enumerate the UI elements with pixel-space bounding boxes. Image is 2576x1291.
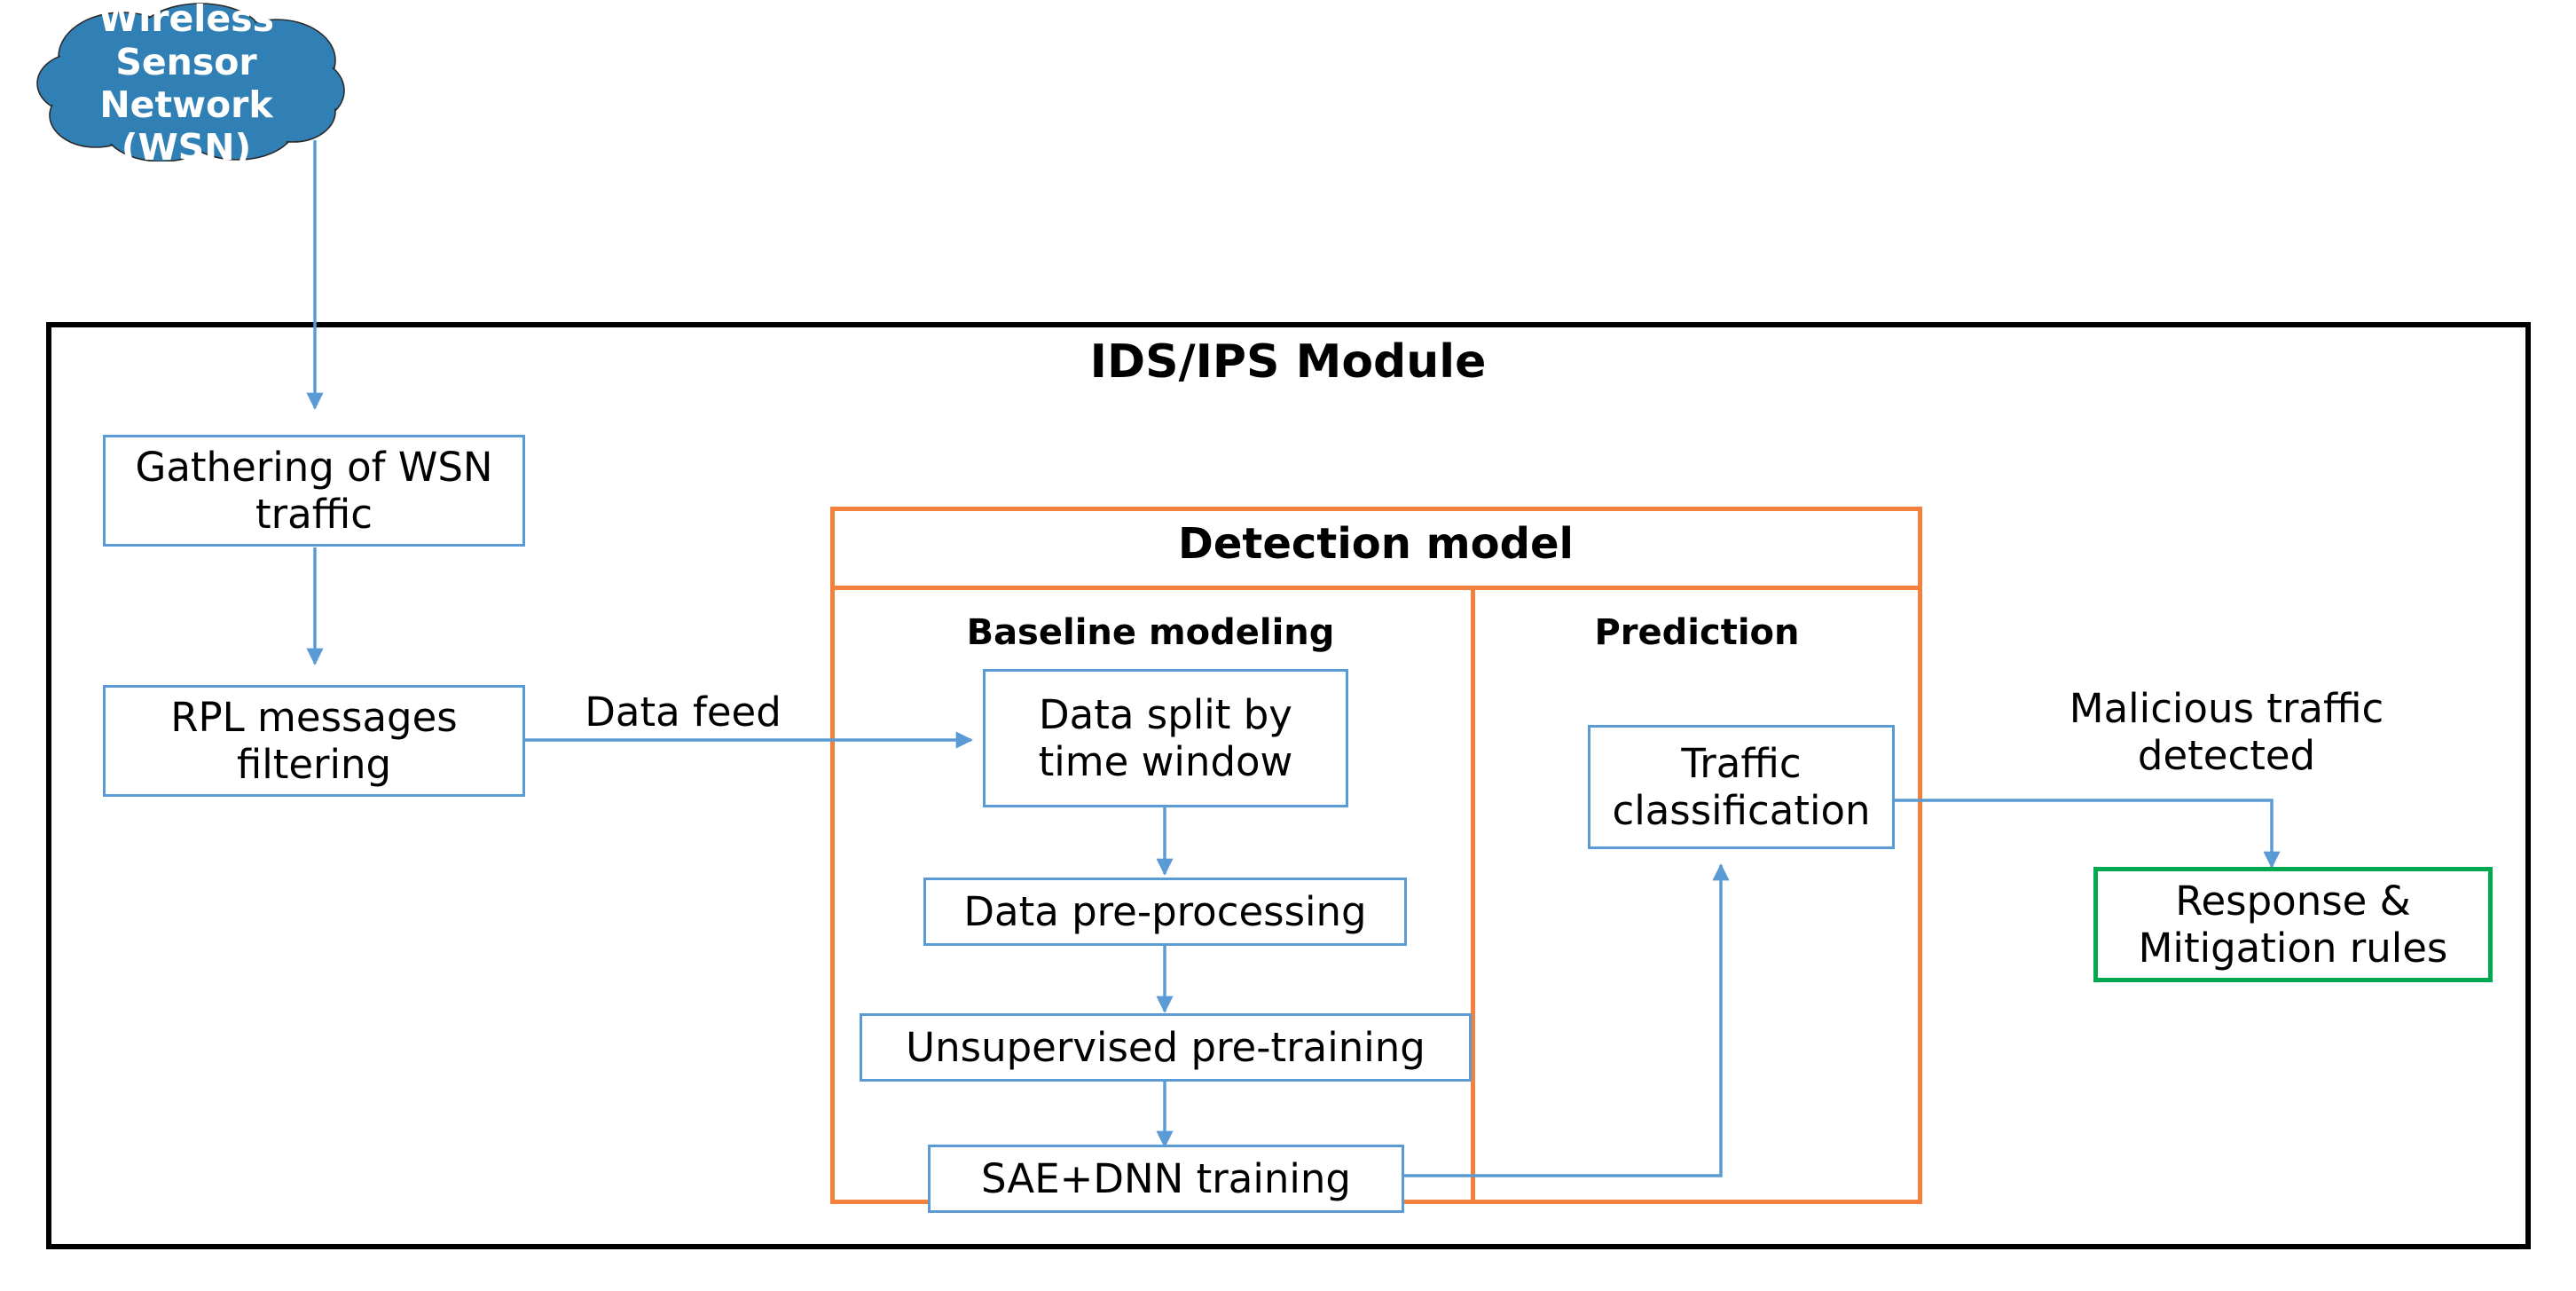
box-response-and-mitigation-rules[interactable]: Response & Mitigation rules — [2093, 867, 2493, 982]
edge-label-data-feed-line-1: Data feed — [585, 689, 781, 736]
box-rpl-line-1: RPL messages — [170, 693, 458, 741]
ids-ips-module-frame — [46, 322, 2531, 1249]
box-rpl-messages-filtering[interactable]: RPL messages filtering — [103, 685, 525, 797]
page-title: IDS/IPS Module — [1089, 335, 1487, 389]
box-classification-line-2: classification — [1612, 787, 1871, 834]
detection-model-header-divider — [830, 586, 1922, 590]
box-saednn-line-1: SAE+DNN training — [981, 1154, 1351, 1202]
baseline-modeling-title: Baseline modeling — [966, 612, 1335, 653]
box-gathering-of-wsn-traffic[interactable]: Gathering of WSN traffic — [103, 435, 525, 547]
box-rpl-line-2: filtering — [236, 741, 392, 788]
edge-label-malicious-line-1: Malicious traffic — [2069, 685, 2384, 732]
edge-label-data-feed: Data feed — [550, 689, 816, 736]
detection-model-column-divider — [1471, 586, 1475, 1204]
detection-model-title: Detection model — [1178, 519, 1574, 569]
box-response-line-2: Mitigation rules — [2138, 925, 2448, 972]
box-response-line-1: Response & — [2175, 877, 2411, 925]
box-preprocessing-line-1: Data pre-processing — [963, 887, 1367, 935]
box-sae-dnn-training[interactable]: SAE+DNN training — [928, 1145, 1404, 1213]
edge-label-malicious-line-2: detected — [2137, 732, 2316, 780]
box-traffic-classification[interactable]: Traffic classification — [1588, 725, 1895, 849]
prediction-title: Prediction — [1594, 612, 1800, 653]
box-gathering-line-2: traffic — [255, 491, 373, 538]
cloud-shape-icon — [36, 3, 345, 162]
box-data-pre-processing[interactable]: Data pre-processing — [923, 878, 1407, 946]
edge-label-malicious-traffic-detected: Malicious traffic detected — [1952, 685, 2501, 779]
wireless-sensor-network-cloud — [27, 2, 346, 162]
box-data-split-line-1: Data split by — [1039, 690, 1292, 738]
box-data-split-line-2: time window — [1038, 738, 1293, 785]
box-classification-line-1: Traffic — [1681, 739, 1802, 787]
box-gathering-line-1: Gathering of WSN — [135, 443, 493, 491]
box-unsupervised-pre-training[interactable]: Unsupervised pre-training — [860, 1013, 1472, 1082]
box-pretraining-line-1: Unsupervised pre-training — [906, 1023, 1425, 1071]
detection-model-frame — [830, 507, 1922, 1204]
box-data-split-by-time-window[interactable]: Data split by time window — [983, 669, 1348, 807]
